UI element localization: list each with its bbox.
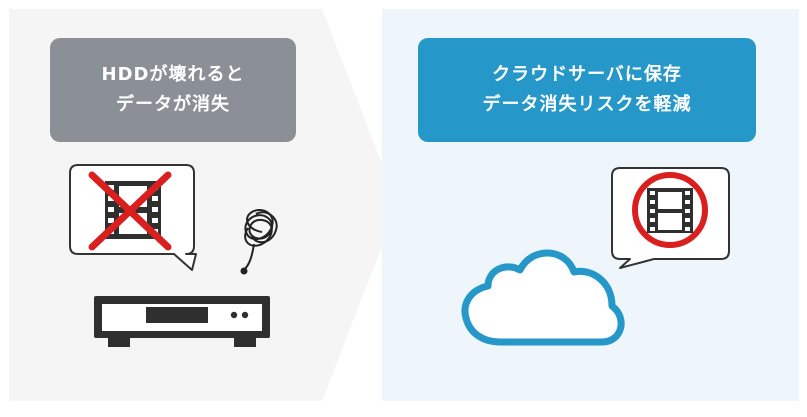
left-title-line2: データが消失	[116, 94, 230, 115]
left-title-line1: HDDが壊れると	[101, 64, 245, 85]
tangled-tape-icon	[240, 208, 278, 275]
hdd-recorder-icon	[94, 296, 270, 347]
right-title-line2: データ消失リスクを軽減	[482, 94, 692, 115]
film-circled-icon	[632, 172, 708, 248]
right-title-line1: クラウドサーバに保存	[492, 64, 682, 85]
film-crossed-out-icon	[88, 171, 172, 251]
left-title-box: HDDが壊れると データが消失	[50, 38, 296, 142]
right-title-box: クラウドサーバに保存 データ消失リスクを軽減	[418, 38, 756, 142]
cloud-icon	[461, 249, 625, 346]
